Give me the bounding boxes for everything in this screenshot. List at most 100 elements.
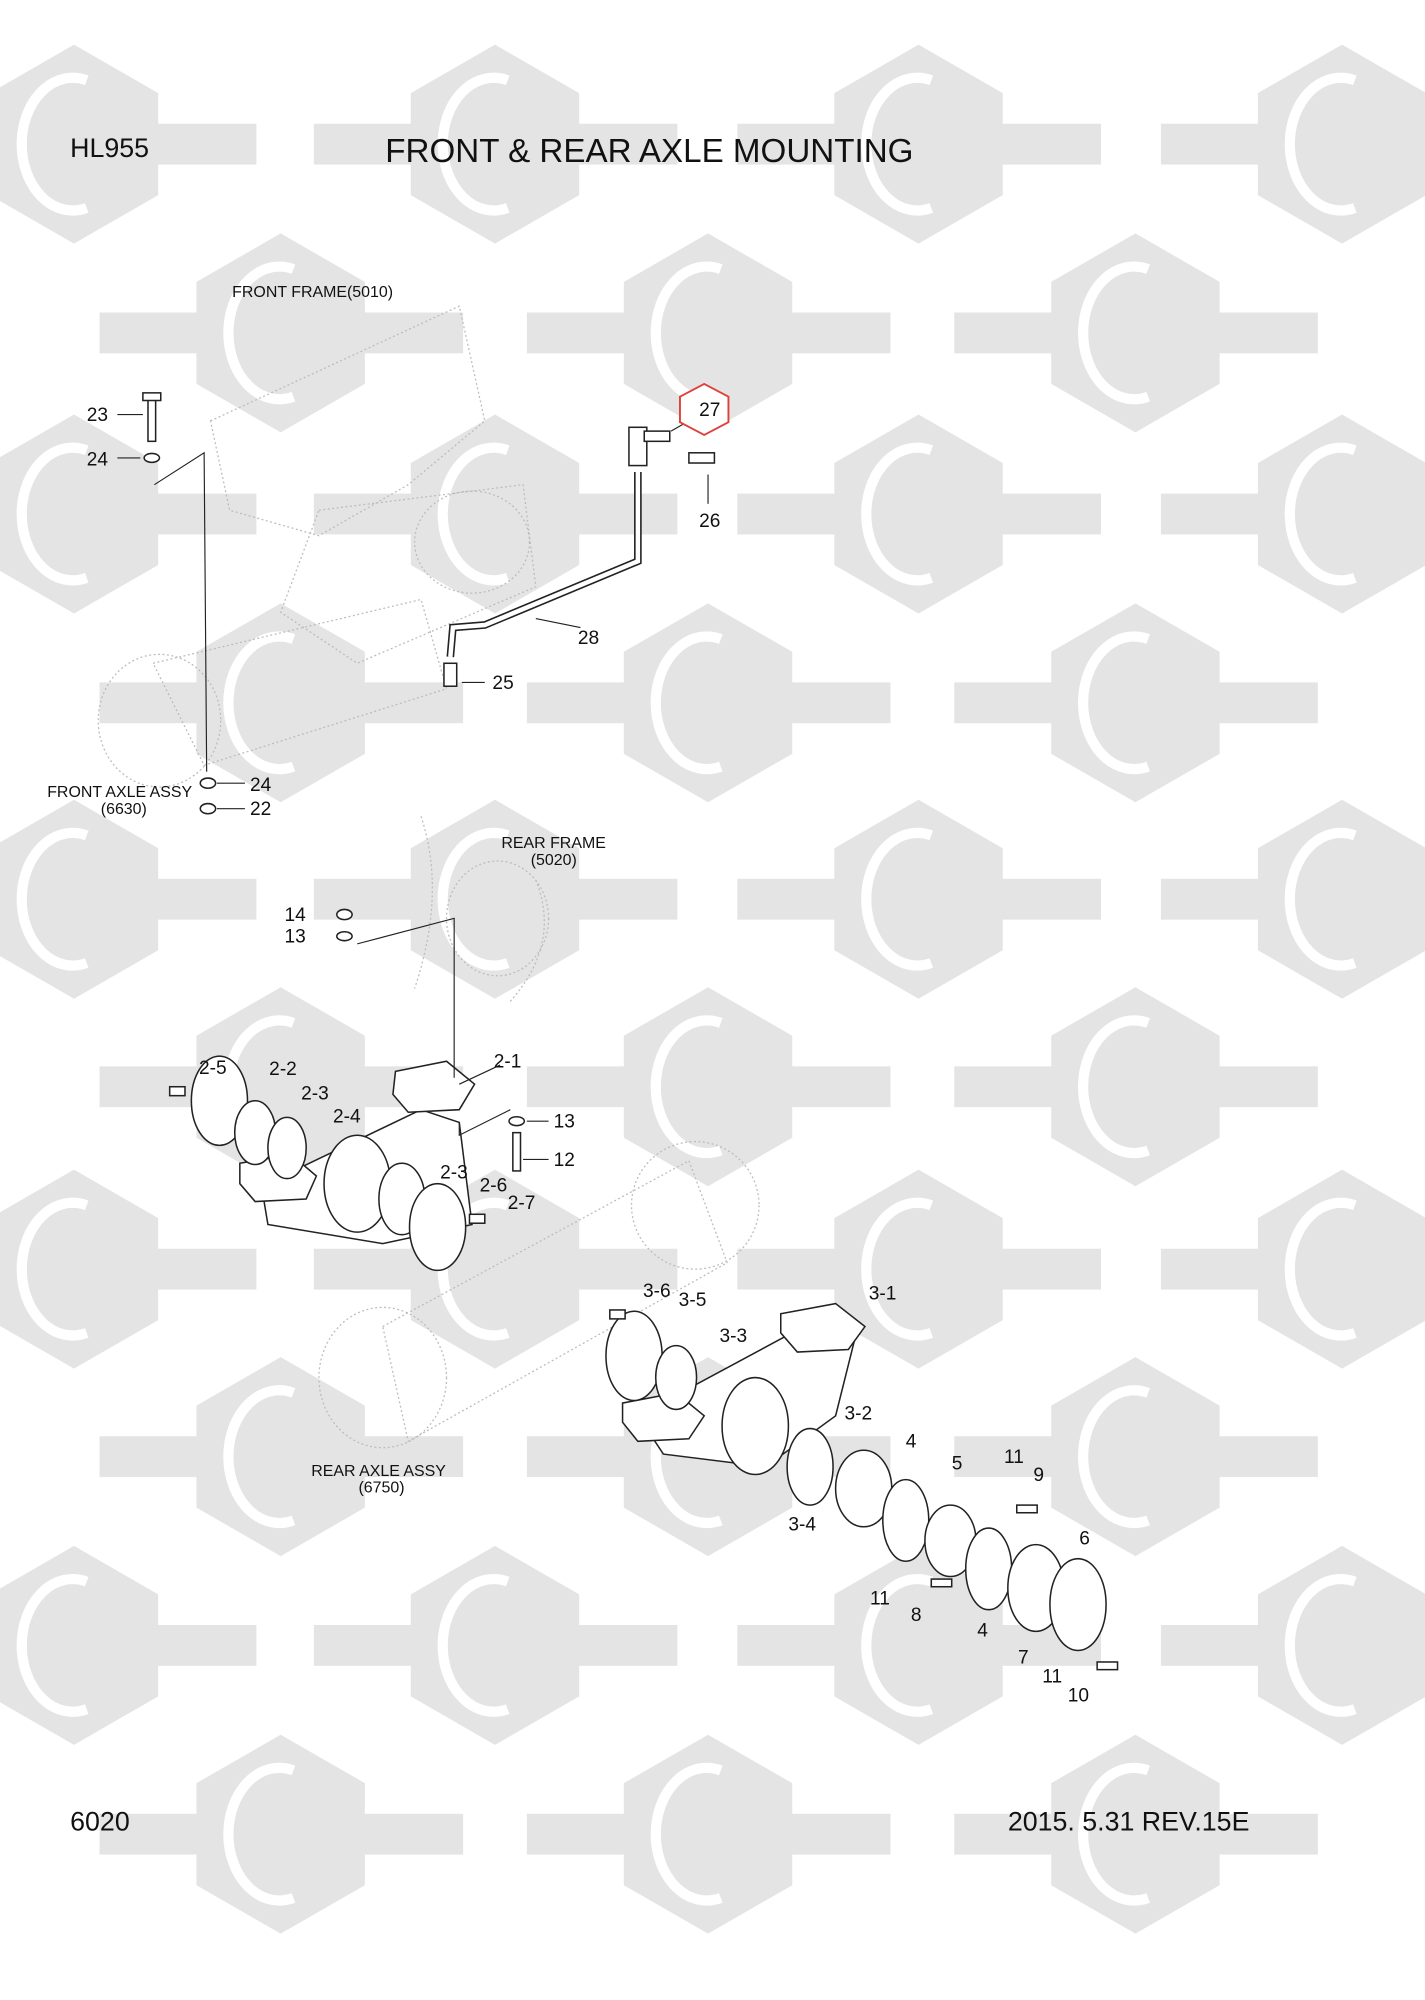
callout[interactable]: 9 bbox=[1033, 1465, 1044, 1486]
watermark-band bbox=[0, 1625, 257, 1666]
rear-frame-note: REAR FRAME bbox=[501, 835, 606, 852]
rear-bracket-3 bbox=[605, 1302, 1119, 1671]
page-code: 6020 bbox=[70, 1806, 130, 1836]
callout[interactable]: 6 bbox=[1079, 1529, 1090, 1550]
callout[interactable]: 4 bbox=[906, 1432, 917, 1453]
rear-axle-note: REAR AXLE ASSY bbox=[311, 1463, 446, 1480]
callout[interactable]: 7 bbox=[1018, 1647, 1029, 1668]
callout[interactable]: 2-3 bbox=[301, 1083, 329, 1104]
callout[interactable]: 24 bbox=[87, 450, 109, 471]
callout[interactable]: 25 bbox=[492, 673, 513, 694]
callout[interactable]: 11 bbox=[1004, 1447, 1024, 1468]
callout[interactable]: 14 bbox=[284, 905, 306, 926]
front-axle-code: (6630) bbox=[101, 801, 147, 818]
callout[interactable]: 3-5 bbox=[679, 1290, 707, 1311]
callout[interactable]: 2-1 bbox=[494, 1052, 522, 1073]
watermark-band bbox=[313, 123, 678, 165]
watermark-layer bbox=[0, 44, 1425, 1934]
callout[interactable]: 11 bbox=[1042, 1666, 1062, 1687]
watermark-band bbox=[99, 682, 464, 724]
callout[interactable]: 5 bbox=[952, 1453, 963, 1474]
watermark-c-mark bbox=[437, 442, 510, 586]
front-frame-ghost bbox=[97, 305, 537, 788]
watermark-band bbox=[0, 1248, 257, 1290]
callout[interactable]: 22 bbox=[250, 799, 271, 820]
page-title: FRONT & REAR AXLE MOUNTING bbox=[385, 133, 913, 170]
watermark-band bbox=[526, 1066, 891, 1108]
watermark-c-mark bbox=[1078, 1015, 1150, 1159]
watermark-c-mark bbox=[16, 827, 89, 971]
highlight-hexagon bbox=[679, 382, 730, 437]
watermark-band bbox=[526, 1813, 891, 1855]
callout[interactable]: 24 bbox=[250, 775, 272, 796]
watermark-c-mark bbox=[1078, 261, 1150, 405]
watermark-c-mark bbox=[861, 442, 934, 586]
callout[interactable]: 4 bbox=[977, 1620, 988, 1641]
callout[interactable]: 28 bbox=[578, 628, 599, 649]
watermark-band bbox=[313, 1625, 678, 1666]
watermark-band bbox=[526, 682, 891, 724]
callout[interactable]: 8 bbox=[911, 1605, 922, 1626]
watermark-band bbox=[313, 878, 678, 920]
watermark-c-mark bbox=[223, 1762, 296, 1906]
watermark-band bbox=[954, 682, 1318, 724]
watermark-c-mark bbox=[1078, 631, 1150, 775]
watermark-band bbox=[0, 123, 257, 165]
watermark-band bbox=[954, 1813, 1318, 1855]
callout[interactable]: 3-4 bbox=[788, 1515, 816, 1536]
watermark-c-mark bbox=[16, 72, 89, 216]
watermark-c-mark bbox=[223, 1385, 296, 1529]
watermark-band bbox=[99, 1436, 464, 1478]
callout[interactable]: 11 bbox=[870, 1589, 890, 1610]
callout[interactable]: 12 bbox=[554, 1150, 575, 1171]
watermark-band bbox=[99, 312, 464, 354]
watermark-c-mark bbox=[861, 72, 934, 216]
watermark-band bbox=[954, 1436, 1318, 1478]
callout[interactable]: 2-7 bbox=[508, 1193, 536, 1214]
watermark-c-mark bbox=[861, 1573, 934, 1717]
watermark-c-mark bbox=[861, 827, 934, 971]
watermark-c-mark bbox=[650, 1015, 723, 1159]
callout[interactable]: 3-6 bbox=[643, 1281, 671, 1302]
watermark-c-mark bbox=[1078, 1762, 1150, 1906]
callout[interactable]: 3-1 bbox=[869, 1284, 897, 1305]
rear-bracket-2 bbox=[168, 908, 549, 1272]
watermark-c-mark bbox=[861, 1197, 934, 1341]
callout[interactable]: 3-3 bbox=[720, 1326, 748, 1347]
callout[interactable]: 27 bbox=[699, 400, 720, 421]
watermark-band bbox=[737, 1248, 1101, 1290]
watermark-band bbox=[737, 123, 1101, 165]
watermark-c-mark bbox=[1284, 1197, 1357, 1341]
callout[interactable]: 3-2 bbox=[845, 1404, 873, 1425]
callout[interactable]: 2-3 bbox=[440, 1163, 468, 1184]
watermark-c-mark bbox=[16, 442, 89, 586]
watermark-c-mark bbox=[1284, 827, 1357, 971]
callout[interactable]: 13 bbox=[554, 1112, 575, 1133]
rear-frame-ghost bbox=[318, 816, 760, 1449]
watermark-c-mark bbox=[1284, 72, 1357, 216]
callout[interactable]: 2-6 bbox=[480, 1175, 508, 1196]
watermark-c-mark bbox=[223, 631, 296, 775]
watermark-c-mark bbox=[650, 1762, 723, 1906]
rear-frame-code: (5020) bbox=[531, 852, 577, 869]
callout[interactable]: 2-5 bbox=[199, 1058, 227, 1079]
callout[interactable]: 13 bbox=[284, 927, 305, 948]
callout[interactable]: 10 bbox=[1068, 1686, 1089, 1707]
watermark-c-mark bbox=[223, 261, 296, 405]
callout[interactable]: 2-2 bbox=[269, 1059, 297, 1080]
front-axle-note: FRONT AXLE ASSY bbox=[47, 784, 192, 801]
callout[interactable]: 23 bbox=[87, 405, 108, 426]
watermark-c-mark bbox=[1078, 1385, 1150, 1529]
watermark-c-mark bbox=[1284, 1573, 1357, 1717]
watermark-c-mark bbox=[437, 72, 510, 216]
watermark-band bbox=[737, 493, 1101, 535]
callout[interactable]: 2-4 bbox=[333, 1106, 361, 1127]
callout[interactable]: 26 bbox=[699, 511, 720, 532]
watermark-band bbox=[737, 878, 1101, 920]
revision-date: 2015. 5.31 REV.15E bbox=[1008, 1806, 1250, 1836]
front-frame-note: FRONT FRAME(5010) bbox=[232, 284, 393, 301]
watermark-c-mark bbox=[1284, 442, 1357, 586]
front-mounting-parts bbox=[117, 392, 716, 815]
watermark-band bbox=[0, 878, 257, 920]
